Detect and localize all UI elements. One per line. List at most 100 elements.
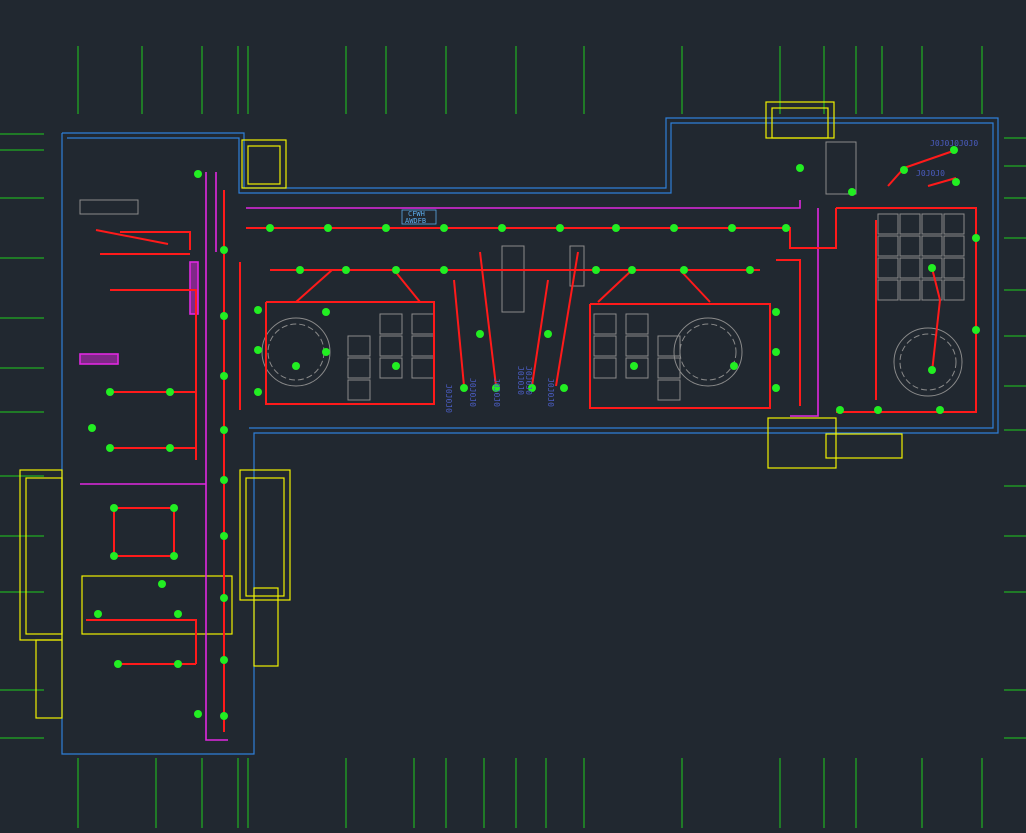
axis-gridlines bbox=[0, 46, 1026, 828]
table bbox=[411, 357, 435, 379]
table bbox=[625, 357, 649, 379]
light-fixture bbox=[220, 656, 228, 664]
device-tag: J0J0J0 bbox=[492, 378, 501, 407]
light-fixture bbox=[772, 384, 780, 392]
light-fixture bbox=[972, 326, 980, 334]
wire-run bbox=[110, 289, 197, 460]
light-fixture bbox=[972, 234, 980, 242]
light-fixture bbox=[220, 426, 228, 434]
light-fixture bbox=[772, 308, 780, 316]
table bbox=[593, 313, 617, 335]
light-fixture bbox=[796, 164, 804, 172]
light-fixture bbox=[220, 476, 228, 484]
light-fixture bbox=[110, 504, 118, 512]
table bbox=[347, 379, 371, 401]
wire-run bbox=[453, 279, 465, 387]
device-tag: J0J0J0 bbox=[516, 366, 525, 395]
light-fixture bbox=[94, 610, 102, 618]
light-fixture bbox=[630, 362, 638, 370]
light-fixture bbox=[194, 170, 202, 178]
wire-run bbox=[393, 269, 421, 303]
light-fixture bbox=[560, 384, 568, 392]
table bbox=[379, 313, 403, 335]
wire-run bbox=[95, 229, 169, 245]
light-fixture bbox=[166, 444, 174, 452]
light-fixture bbox=[106, 444, 114, 452]
table bbox=[411, 313, 435, 335]
light-fixture bbox=[544, 330, 552, 338]
light-fixture bbox=[382, 224, 390, 232]
shelf-unit bbox=[899, 213, 921, 235]
cabinet bbox=[825, 141, 857, 195]
wire-run bbox=[479, 251, 497, 387]
light-fixture bbox=[166, 388, 174, 396]
wire-run bbox=[531, 279, 549, 387]
light-fixture bbox=[556, 224, 564, 232]
shelf-unit bbox=[877, 235, 899, 257]
light-fixture bbox=[440, 266, 448, 274]
wire-run bbox=[776, 259, 801, 406]
device-tag: J0J0J0 bbox=[916, 169, 945, 178]
light-fixture bbox=[498, 224, 506, 232]
light-fixture bbox=[342, 266, 350, 274]
shelf-unit bbox=[899, 257, 921, 279]
equipment-rack bbox=[79, 199, 139, 215]
table bbox=[347, 357, 371, 379]
table bbox=[593, 357, 617, 379]
shelf-unit bbox=[877, 279, 899, 301]
shelf-unit bbox=[921, 257, 943, 279]
table bbox=[593, 335, 617, 357]
light-fixture bbox=[848, 188, 856, 196]
light-fixture bbox=[628, 266, 636, 274]
round-seating bbox=[673, 317, 743, 387]
light-fixture bbox=[874, 406, 882, 414]
wire-run bbox=[679, 269, 711, 303]
round-seating-chairs bbox=[267, 323, 325, 381]
light-fixture bbox=[392, 362, 400, 370]
light-fixture bbox=[220, 712, 228, 720]
light-fixture bbox=[220, 372, 228, 380]
shelf-unit bbox=[899, 279, 921, 301]
light-fixture bbox=[836, 406, 844, 414]
light-fixture bbox=[476, 330, 484, 338]
panel-label-a: CFWH bbox=[408, 210, 425, 218]
light-fixture bbox=[322, 348, 330, 356]
light-fixture bbox=[110, 552, 118, 560]
device-tag: J0J0J0 bbox=[444, 384, 453, 413]
shelf-unit bbox=[943, 235, 965, 257]
light-fixture bbox=[158, 580, 166, 588]
light-fixture bbox=[254, 346, 262, 354]
light-fixture bbox=[266, 224, 274, 232]
shelf-unit bbox=[877, 213, 899, 235]
light-fixture bbox=[220, 312, 228, 320]
wire-run bbox=[931, 267, 942, 373]
wire-run bbox=[113, 507, 175, 557]
light-fixture bbox=[492, 384, 500, 392]
light-fixture bbox=[296, 266, 304, 274]
shelf-unit bbox=[943, 213, 965, 235]
wire-run bbox=[836, 207, 977, 413]
shelf-unit bbox=[921, 235, 943, 257]
device-tag: J0J0J0 bbox=[524, 366, 533, 395]
light-fixture bbox=[440, 224, 448, 232]
light-fixture bbox=[254, 388, 262, 396]
wire-run bbox=[589, 303, 771, 409]
panel-label-b: AWDFB bbox=[405, 217, 426, 225]
light-fixture bbox=[174, 610, 182, 618]
light-fixture bbox=[782, 224, 790, 232]
light-fixture bbox=[392, 266, 400, 274]
wire-run bbox=[927, 177, 957, 187]
device-tag: J0J0J0J0J0 bbox=[930, 139, 978, 148]
light-fixture bbox=[746, 266, 754, 274]
wire-run bbox=[120, 231, 191, 250]
wire-run bbox=[265, 301, 435, 405]
shelf-unit bbox=[943, 257, 965, 279]
light-fixture bbox=[170, 504, 178, 512]
light-fixture bbox=[220, 246, 228, 254]
shelf-unit bbox=[899, 235, 921, 257]
round-seating-chairs bbox=[899, 333, 957, 391]
round-seating bbox=[261, 317, 331, 387]
light-fixture bbox=[728, 224, 736, 232]
light-fixture bbox=[952, 178, 960, 186]
